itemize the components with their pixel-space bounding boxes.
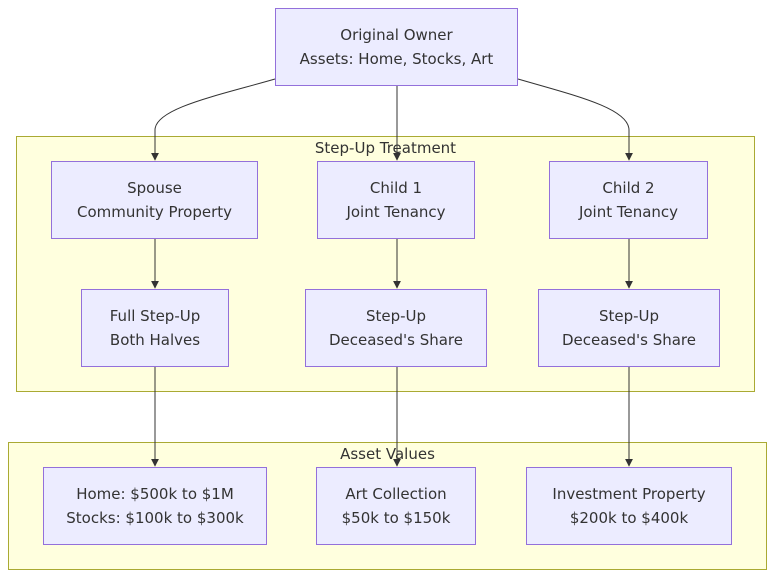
node-line-2: Joint Tenancy xyxy=(346,203,446,221)
node-line-1: Spouse xyxy=(127,179,182,197)
node-line-2: Joint Tenancy xyxy=(578,203,679,221)
node-line-1: Child 1 xyxy=(369,179,423,197)
node-line-2: Both Halves xyxy=(109,331,201,349)
original-owner-node: Original Owner Assets: Home, Stocks, Art xyxy=(275,8,518,86)
node-line-2: Deceased's Share xyxy=(561,331,696,349)
node-line-2: Deceased's Share xyxy=(328,331,463,349)
step-up-treatment-title: Step-Up Treatment xyxy=(314,139,457,157)
investment-property-node: Investment Property $200k to $400k xyxy=(526,467,732,545)
home-stocks-node: Home: $500k to $1M Stocks: $100k to $300… xyxy=(43,467,267,545)
node-line-1: Step-Up xyxy=(598,307,660,325)
spouse-node: Spouse Community Property xyxy=(51,161,258,239)
node-line-1: Original Owner xyxy=(340,26,453,44)
node-line-1: Home: $500k to $1M xyxy=(76,485,234,503)
node-line-1: Child 2 xyxy=(602,179,655,197)
step-up-child-1-node: Step-Up Deceased's Share xyxy=(305,289,487,367)
child-1-node: Child 1 Joint Tenancy xyxy=(317,161,475,239)
node-line-2: Community Property xyxy=(76,203,233,221)
node-line-1: Investment Property xyxy=(552,485,706,503)
art-collection-node: Art Collection $50k to $150k xyxy=(316,467,476,545)
step-up-child-2-node: Step-Up Deceased's Share xyxy=(538,289,720,367)
node-line-2: $200k to $400k xyxy=(569,509,689,527)
node-line-2: Stocks: $100k to $300k xyxy=(66,509,244,527)
node-line-1: Step-Up xyxy=(365,307,427,325)
node-line-2: $50k to $150k xyxy=(341,509,451,527)
node-line-1: Full Step-Up xyxy=(109,307,201,325)
node-line-1: Art Collection xyxy=(345,485,447,503)
child-2-node: Child 2 Joint Tenancy xyxy=(549,161,708,239)
asset-values-title: Asset Values xyxy=(340,445,435,463)
full-step-up-node: Full Step-Up Both Halves xyxy=(81,289,229,367)
node-line-2: Assets: Home, Stocks, Art xyxy=(299,50,494,68)
